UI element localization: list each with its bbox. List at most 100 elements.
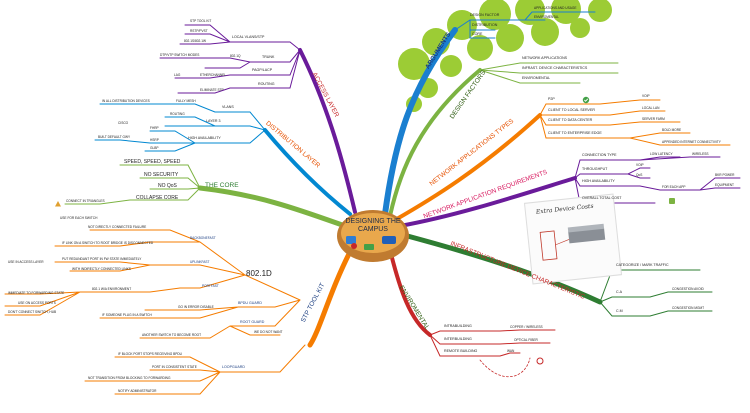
stp-note-not-directly[interactable]: NOT DIRECTLY CONNECTED FAILURE: [88, 225, 147, 229]
central-topic-line-1: DESIGNING THE: [345, 218, 401, 225]
arguments-core[interactable]: CORE: [472, 32, 483, 36]
infra-congestion-mgmt[interactable]: CONGESTION MGMT: [672, 306, 705, 310]
dist-hsrp[interactable]: HSRP: [150, 138, 159, 142]
req-connection-type[interactable]: CONNECTION TYPE: [582, 153, 617, 157]
stp-notify-admin[interactable]: NOTIFY ADMINISTRATOR: [118, 389, 157, 393]
core-collapse-core[interactable]: COLLAPSE CORE: [136, 195, 179, 201]
dist-layer3[interactable]: LAYER 3: [206, 119, 221, 123]
stp-block-port-stops[interactable]: IF BLOCK PORT STOPS RECEIVING BPDU: [118, 352, 182, 356]
req-bkr-power[interactable]: BKR POWER: [715, 173, 735, 177]
infra-ca[interactable]: C.A: [616, 290, 622, 294]
req-overall-total-cost[interactable]: OVERALL TOTAL COST: [582, 196, 622, 200]
dist-vlans[interactable]: VLANS: [222, 105, 234, 109]
design-factor-network-applications[interactable]: NETWORK APPLICATIONS: [522, 56, 568, 60]
infra-cm[interactable]: C.M: [616, 309, 623, 313]
dist-glbp[interactable]: GLBP: [150, 146, 159, 150]
arguments-sub-lines: [454, 11, 596, 39]
core-no-security[interactable]: NO SECURITY: [144, 172, 179, 178]
arguments-applications-usage[interactable]: APPLICATIONS AND USAGE: [534, 6, 577, 10]
branch-the-core[interactable]: THE CORE: [205, 182, 239, 189]
req-low-latency[interactable]: LOW LATENCY: [650, 152, 673, 156]
stp-loopguard[interactable]: LOOPGUARD: [222, 365, 245, 369]
stp-portfast[interactable]: PORTFAST: [202, 284, 219, 288]
central-topic[interactable]: DESIGNING THE CAMPUS: [341, 218, 405, 234]
stp-bpdu-guard[interactable]: BPDU GUARD: [238, 301, 262, 305]
app-type-local-lan[interactable]: LOCAL LAN: [642, 106, 660, 110]
stp-plug-switch[interactable]: IF SOMEONE PLUG IN A SWITCH: [102, 313, 152, 317]
req-voip[interactable]: VOIP: [636, 163, 644, 167]
arguments-distribution[interactable]: DISTRIBUTION: [472, 23, 498, 27]
app-type-client-local-server[interactable]: CLIENT TO LOCAL SERVER: [548, 108, 595, 112]
stp-note-8021w[interactable]: 802.1 W/A ENVIRONMENT: [92, 287, 132, 291]
core-speed[interactable]: SPEED, SPEED, SPEED: [124, 159, 181, 165]
infra-congestion-avoid[interactable]: CONGESTION AVOID: [672, 287, 704, 291]
core-no-qos[interactable]: NO QoS: [158, 183, 177, 189]
stp-backbonefast[interactable]: BACKBONEFAST: [190, 236, 216, 240]
design-factor-enviromental[interactable]: ENVIROMENTAL: [522, 76, 551, 80]
arguments-enviromental[interactable]: ENVIROMENTAL: [534, 15, 559, 19]
stp-note-put-redundant[interactable]: PUT REDUNDANT PORT IN FW STATE IMMEDIATE…: [62, 257, 142, 261]
req-for-each-app[interactable]: FOR EACH APP: [662, 185, 686, 189]
app-type-server-farm[interactable]: SERVER FARM: [642, 117, 665, 121]
stp-note-immediate[interactable]: IMMEDIATE TO FORWARDING STATE: [8, 291, 65, 295]
stp-root-guard[interactable]: ROOT GUARD: [240, 320, 265, 324]
env-remote-building[interactable]: REMOTE BUILDING: [444, 349, 478, 353]
stp-consistent-state[interactable]: PORT IN CONSISTENT STATE: [152, 365, 197, 369]
access-8021q[interactable]: 802.1Q: [230, 54, 241, 58]
access-etherchannel[interactable]: ETHERCHANNEL: [200, 73, 227, 77]
stp-note-access-layer[interactable]: USE IN ACCESS LAYER: [8, 260, 44, 264]
stp-8021d[interactable]: 802.1D: [246, 269, 272, 278]
access-lag[interactable]: LAG: [174, 73, 181, 77]
access-rstp-pvst[interactable]: RSTP/PVST: [190, 29, 208, 33]
env-copper-wireless[interactable]: COPPER / WIRELESS: [510, 325, 543, 329]
dist-all-distribution[interactable]: IN ALL DISTRIBUTION DEVICES: [102, 99, 150, 103]
access-trunk[interactable]: TRUNK: [262, 55, 275, 59]
stp-note-each-switch[interactable]: USE FOR EACH SWITCH: [60, 216, 98, 220]
remote-building-dashed-link: [479, 357, 531, 378]
req-high-availability[interactable]: HIGH AVAILABILITY: [582, 179, 615, 183]
core-connect-triangles[interactable]: CONNECT IN TRIANGLES: [66, 199, 105, 203]
environmental-sub-lines: [429, 329, 556, 357]
access-eliminate-stp[interactable]: ELIMINATE STP: [200, 88, 224, 92]
access-dtp-vtp[interactable]: DTP/VTP SWITCH MODES: [160, 53, 200, 57]
req-qos[interactable]: QoS: [636, 173, 643, 177]
app-type-client-enterprise-edge[interactable]: CLIENT TO ENTERPRISE EDGE: [548, 131, 602, 135]
design-factor-infrast-device[interactable]: INFRAST. DEVICE CHARACTERISTICS: [522, 66, 588, 70]
app-type-voip[interactable]: VOIP: [642, 94, 650, 98]
req-throughput[interactable]: THROUGHPUT: [582, 167, 608, 171]
env-intrabuilding[interactable]: INTRABUILDING: [444, 324, 472, 328]
access-local-vlans-stp[interactable]: LOCAL VLANS/STP: [232, 35, 265, 39]
stp-uplinkfast[interactable]: UPLINKFAST: [190, 260, 210, 264]
infra-categorize-mark-traffic[interactable]: CATEGORIZE / MARK TRAFFIC: [616, 263, 669, 267]
dist-fully-mesh[interactable]: FULLY MESH: [176, 99, 196, 103]
dist-cisco[interactable]: CISCO: [118, 121, 129, 125]
stp-error-disable[interactable]: GO IN ERROR DISABLE: [178, 305, 214, 309]
stp-another-switch-root[interactable]: ANOTHER SWITCH TO BECOME ROOT: [142, 333, 202, 337]
dist-routing[interactable]: ROUTING: [170, 112, 185, 116]
env-interbuilding[interactable]: INTERBUILDING: [444, 337, 472, 341]
access-pagp-lacp[interactable]: PAGP/LACP: [252, 68, 273, 72]
app-type-client-data-center[interactable]: CLIENT TO DATA CENTER: [548, 118, 593, 122]
dist-built-default-gwy[interactable]: BUILT DEFAULT GWY: [98, 135, 131, 139]
req-equipment[interactable]: EQUIPMENT: [715, 183, 734, 187]
stp-not-transition[interactable]: NOT TRANSITION FROM BLOCKING TO FORWARDI…: [88, 376, 171, 380]
stp-we-do-not-want[interactable]: WE DO NOT WANT: [254, 330, 283, 334]
access-routing[interactable]: ROUTING: [258, 82, 275, 86]
req-wireless[interactable]: WIRELESS: [692, 152, 709, 156]
stp-note-if-link[interactable]: IF LINK ON A SWITCH TO ROOT BRIDGE IS DI…: [62, 241, 154, 245]
dist-fhrp[interactable]: FHRP: [150, 126, 159, 130]
stp-note-access-ports[interactable]: USE ON ACCESS PORTS: [18, 301, 56, 305]
env-optical-fiber[interactable]: OPTICAL FIBER: [514, 338, 538, 342]
core-sub-lines: [64, 164, 201, 205]
access-8021s-8021w[interactable]: 802.1S/802.1W: [184, 39, 206, 43]
app-type-bold-more[interactable]: BOLD MORE: [662, 128, 682, 132]
env-wan[interactable]: WAN: [507, 349, 515, 353]
dist-high-availability[interactable]: HIGH AVAILABILITY: [188, 136, 221, 140]
app-type-p2p[interactable]: P2P: [548, 97, 555, 101]
stp-note-indirectly[interactable]: WITH INDIRECTLY CONNECTED LINKS: [72, 267, 131, 271]
arguments-design-factor[interactable]: DESIGN FACTOR: [470, 13, 500, 17]
app-type-appended-internet[interactable]: APPENDED INTERNET CONNECTIVITY: [662, 140, 721, 144]
access-stp-tool-kit[interactable]: STP TOOL KIT: [190, 19, 212, 23]
stp-note-dont-connect[interactable]: DON'T CONNECT SWITCH, HUB: [8, 310, 57, 314]
